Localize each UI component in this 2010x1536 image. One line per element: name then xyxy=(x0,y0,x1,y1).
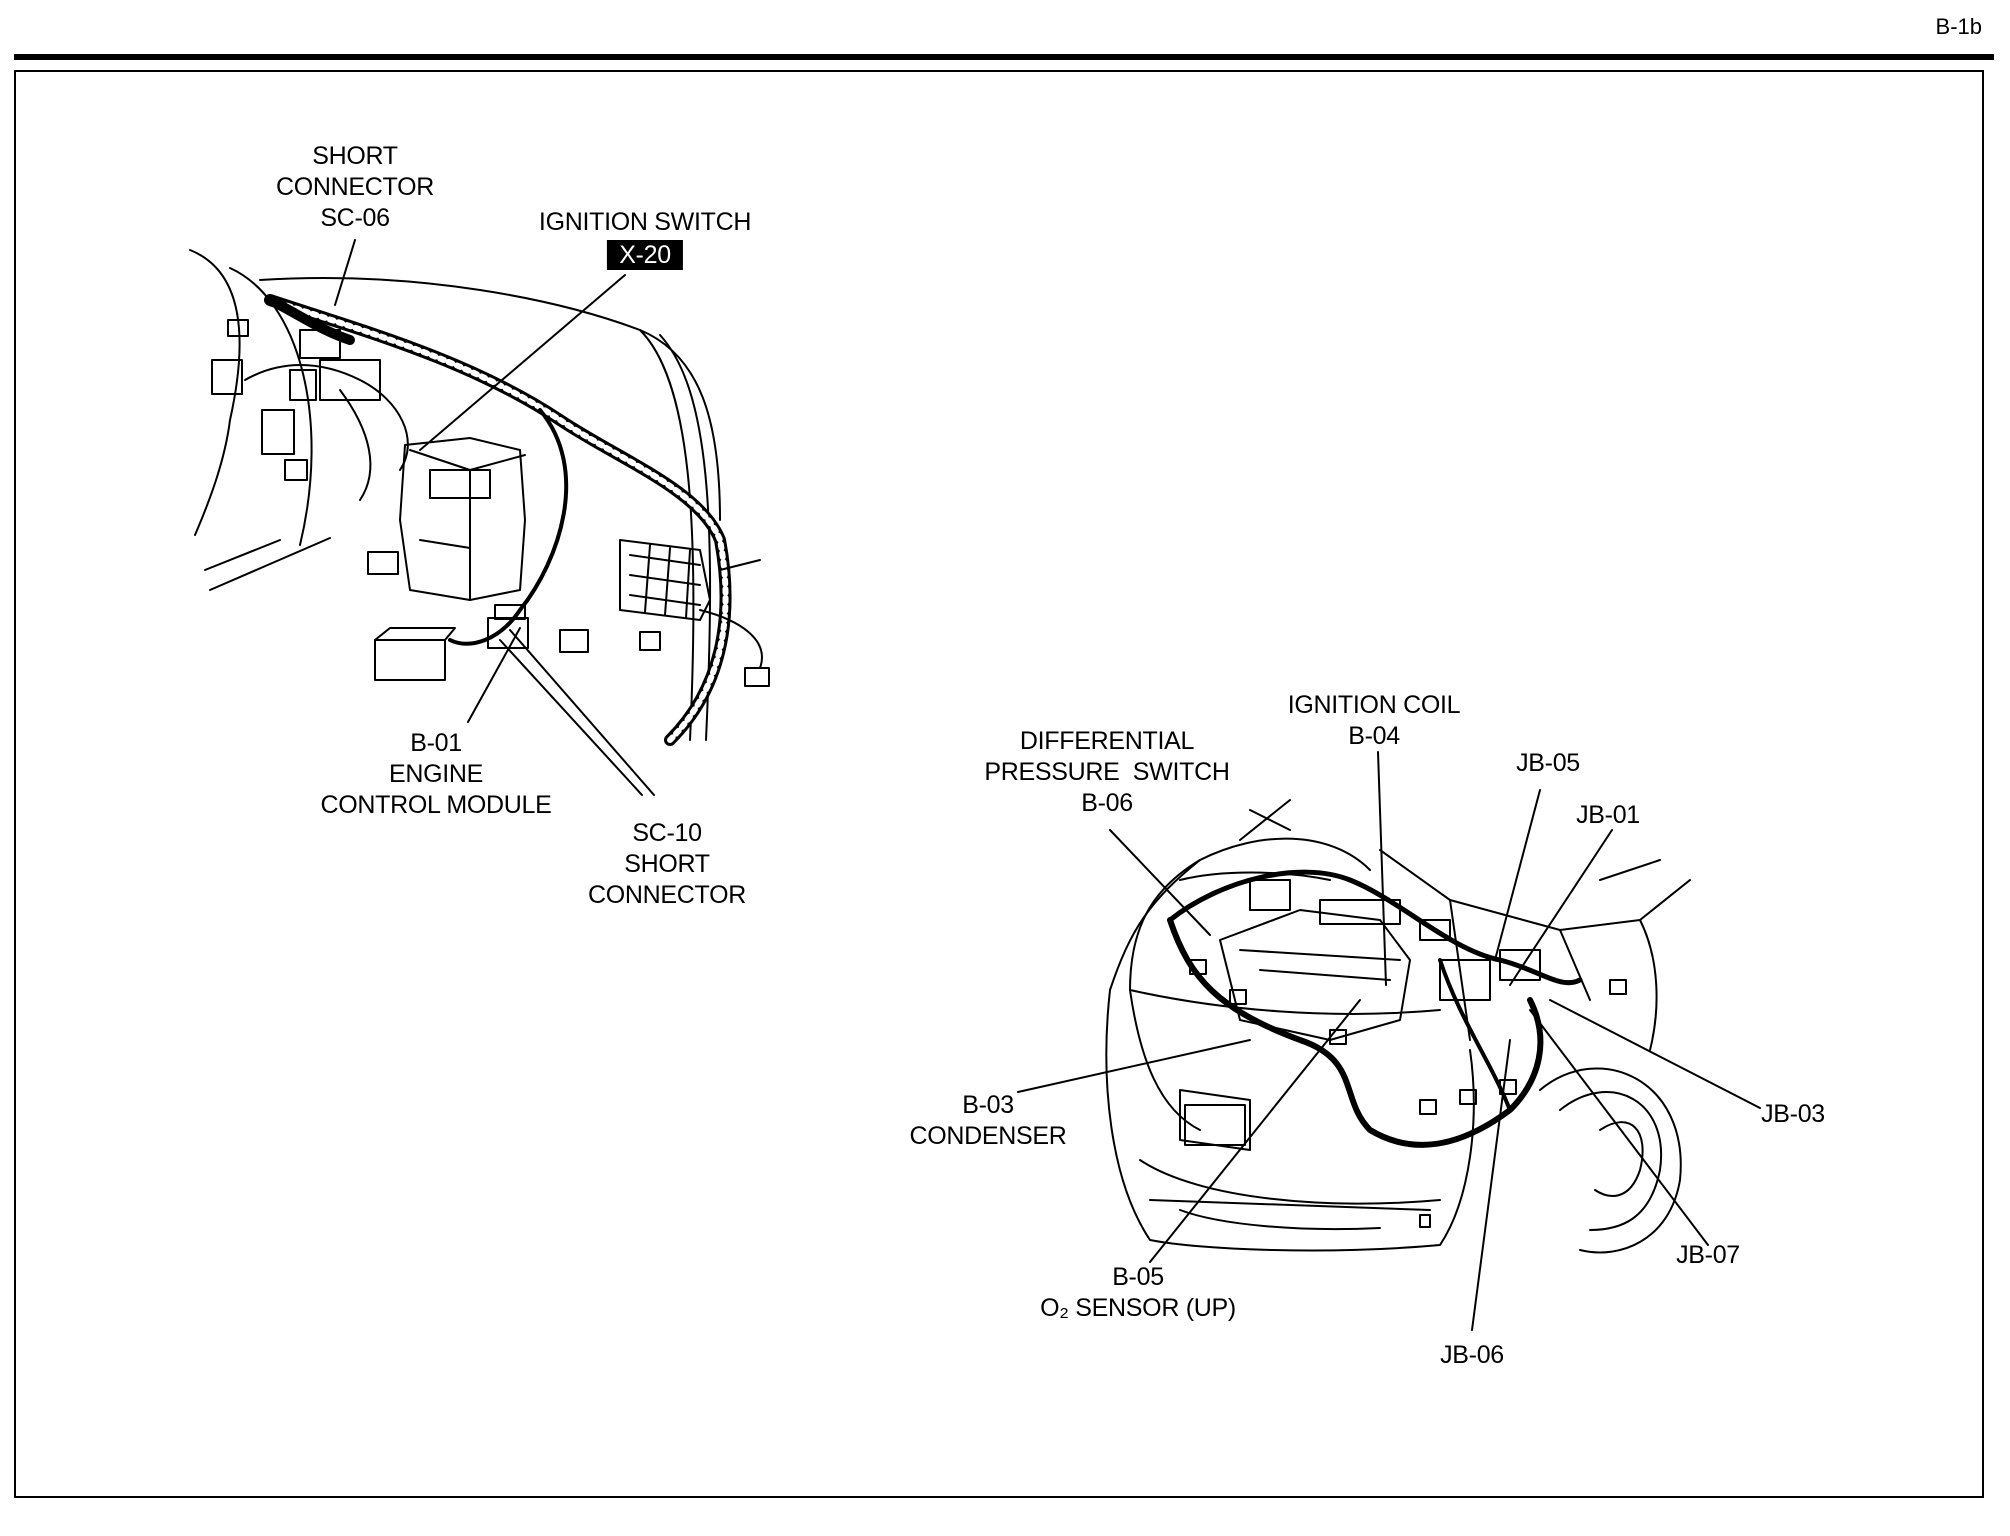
label-b03-line2: CONDENSER xyxy=(909,1122,1067,1150)
label-sc10: SC-10 SHORT CONNECTOR xyxy=(588,818,746,911)
label-ignition-switch-title: IGNITION SWITCH xyxy=(538,208,752,236)
label-sc10-line3: CONNECTOR xyxy=(588,881,746,909)
label-b03-line1: B-03 xyxy=(962,1091,1014,1119)
label-diff-pressure-line1: DIFFERENTIAL xyxy=(1019,727,1195,755)
top-rule xyxy=(14,54,1994,60)
page-code: B-1b xyxy=(1935,14,1982,39)
label-sc06-line3: SC-06 xyxy=(320,204,390,232)
label-b05-line2: O₂ SENSOR (UP) xyxy=(1040,1294,1236,1322)
engine-bay-illustration xyxy=(1017,751,1761,1331)
label-b05: B-05 O₂ SENSOR (UP) xyxy=(1040,1262,1236,1324)
label-sc10-line2: SHORT xyxy=(624,850,710,878)
label-jb05: JB-05 xyxy=(1516,749,1580,777)
label-jb07: JB-07 xyxy=(1676,1241,1740,1269)
label-jb03: JB-03 xyxy=(1761,1100,1825,1128)
label-diff-pressure-line3: B-06 xyxy=(1081,789,1133,817)
label-b01: B-01 ENGINE CONTROL MODULE xyxy=(320,728,551,821)
ignition-switch-code-badge: X-20 xyxy=(607,240,683,270)
dashboard-illustration xyxy=(189,239,770,796)
label-ignition-coil-line1: IGNITION COIL xyxy=(1287,691,1461,719)
label-ignition-coil: IGNITION COIL B-04 xyxy=(1288,690,1461,752)
label-b01-line1: B-01 xyxy=(410,729,462,757)
label-diff-pressure: DIFFERENTIAL PRESSURE SWITCH B-06 xyxy=(984,726,1230,819)
label-ignition-switch: IGNITION SWITCH X-20 xyxy=(539,207,751,271)
diagram-frame xyxy=(14,70,1984,1498)
label-diff-pressure-line2: PRESSURE SWITCH xyxy=(984,758,1230,786)
label-sc06-line2: CONNECTOR xyxy=(276,173,434,201)
label-ignition-coil-line2: B-04 xyxy=(1348,722,1400,750)
label-b01-line3: CONTROL MODULE xyxy=(320,791,552,819)
label-b01-line2: ENGINE xyxy=(388,760,484,788)
label-b03: B-03 CONDENSER xyxy=(909,1090,1066,1152)
label-sc06: SHORT CONNECTOR SC-06 xyxy=(276,141,434,234)
label-jb06: JB-06 xyxy=(1440,1341,1504,1369)
label-b05-line1: B-05 xyxy=(1112,1263,1164,1291)
label-jb01: JB-01 xyxy=(1576,801,1640,829)
label-sc10-line1: SC-10 xyxy=(632,819,702,847)
label-sc06-line1: SHORT xyxy=(312,142,398,170)
